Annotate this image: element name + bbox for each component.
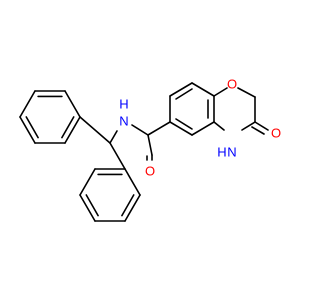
atom-label-o-ring: O <box>227 76 237 91</box>
atom-label-h-amide: H <box>119 96 128 111</box>
bond <box>169 82 193 97</box>
bond <box>175 88 193 100</box>
bond <box>169 121 193 136</box>
bond <box>109 142 126 170</box>
bond <box>79 116 111 144</box>
bond <box>124 194 141 222</box>
bond <box>109 130 118 144</box>
bond <box>124 168 141 196</box>
bond <box>254 121 269 131</box>
bond <box>147 121 171 136</box>
bond <box>191 82 215 97</box>
bond <box>19 116 36 144</box>
molecule-structure: O O O N H H N <box>19 76 281 222</box>
bond <box>251 126 265 135</box>
bond <box>237 87 256 98</box>
bond <box>79 168 96 196</box>
bond <box>175 118 193 130</box>
bond <box>64 90 81 118</box>
atom-label-o-amide: O <box>145 163 155 178</box>
bond <box>191 121 215 136</box>
atom-label-n-lactam: N <box>227 144 236 159</box>
bond <box>64 116 81 144</box>
bond <box>61 116 75 139</box>
bond <box>85 194 99 217</box>
bond <box>241 121 256 131</box>
atom-label-h-lactam: H <box>217 144 226 159</box>
atom-label-n-amide: N <box>119 113 128 128</box>
bond-layer <box>19 82 269 222</box>
atom-label-o-lactam: O <box>271 125 281 140</box>
bond <box>79 194 96 222</box>
bond <box>213 87 228 97</box>
bond <box>19 90 36 118</box>
bond <box>131 124 149 136</box>
atom-label-layer: O O O N H H N <box>119 76 281 178</box>
bond <box>213 121 225 131</box>
structure-canvas: O O O N H H N <box>19 76 281 222</box>
bond <box>25 116 39 139</box>
bond <box>147 134 153 156</box>
bond <box>121 194 135 217</box>
